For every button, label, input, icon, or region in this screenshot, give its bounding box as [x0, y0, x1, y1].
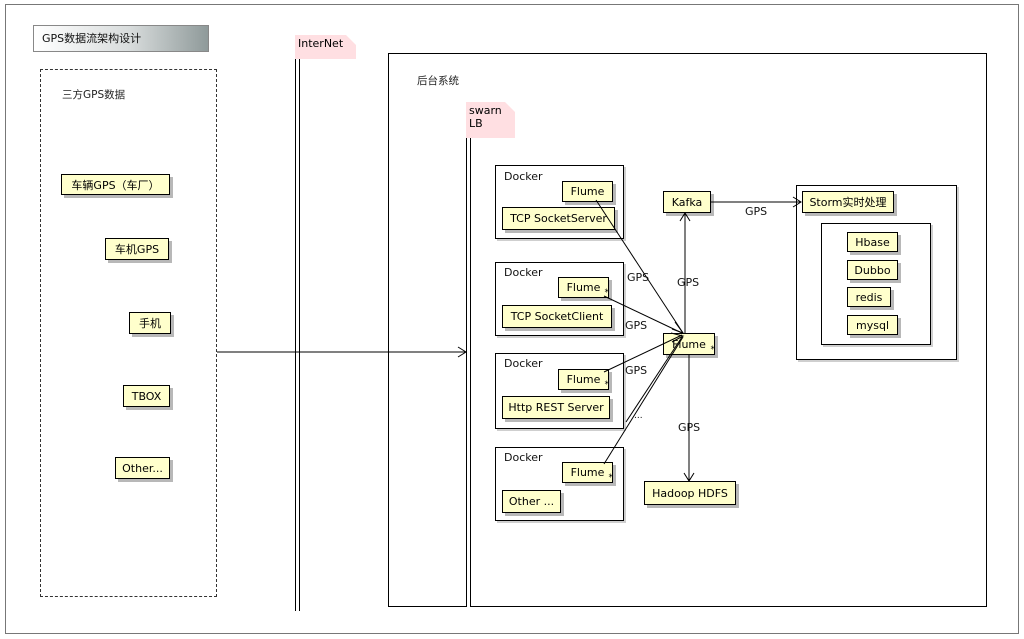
- storm-node: Storm实时处理: [802, 191, 894, 213]
- lb-label-line2: LB: [469, 117, 483, 130]
- label-flume-hdfs-gps: GPS: [678, 421, 701, 434]
- docker-3-service: Http REST Server: [502, 396, 610, 419]
- lb-node: swarn LB: [466, 102, 515, 138]
- source-head-unit-gps: 车机GPS: [105, 238, 169, 260]
- docker-3-flume-label: Flume: [566, 373, 601, 386]
- internet-node: InterNet: [295, 35, 356, 59]
- star-mark: *: [608, 473, 614, 483]
- source-other: Other...: [115, 457, 170, 479]
- docker-1-flume: Flume: [562, 181, 613, 202]
- outer-frame: [5, 4, 1019, 634]
- label-more: ...: [634, 411, 643, 421]
- central-flume-label: Flume: [672, 337, 706, 351]
- store-dubbo: Dubbo: [847, 260, 898, 280]
- source-mobile: 手机: [129, 312, 171, 334]
- docker-2-service: TCP SocketClient: [502, 305, 612, 328]
- docker-1-label: Docker: [504, 170, 543, 183]
- docker-3-flume: Flume*: [558, 369, 609, 390]
- docker-2-flume-label: Flume: [566, 281, 601, 294]
- store-redis: redis: [847, 287, 891, 307]
- docker-4-service: Other ...: [502, 490, 561, 513]
- star-mark: *: [604, 380, 610, 390]
- backend-system-label: 后台系统: [417, 75, 459, 87]
- source-package-label: 三方GPS数据: [62, 89, 126, 101]
- kafka-node: Kafka: [663, 191, 711, 213]
- docker-2-flume: Flume*: [558, 277, 609, 298]
- label-d1-gps: GPS: [627, 271, 650, 284]
- diagram-title: GPS数据流架构设计: [33, 25, 209, 52]
- label-kafka-storm-gps: GPS: [745, 205, 768, 218]
- source-vehicle-gps: 车辆GPS（车厂）: [61, 174, 170, 195]
- source-package: [40, 69, 217, 597]
- hadoop-hdfs-node: Hadoop HDFS: [644, 481, 736, 505]
- star-mark: *: [604, 288, 610, 298]
- docker-4-flume: Flume*: [562, 462, 613, 483]
- central-flume-node: Flume *: [663, 333, 715, 355]
- internet-label: InterNet: [298, 37, 344, 50]
- docker-3-label: Docker: [504, 357, 543, 370]
- docker-4-flume-label: Flume: [570, 466, 605, 479]
- lb-label-line1: swarn: [469, 104, 502, 117]
- lb-lifeline: [466, 137, 471, 607]
- store-mysql: mysql: [847, 315, 898, 335]
- star-mark: *: [710, 345, 716, 355]
- docker-2-label: Docker: [504, 266, 543, 279]
- label-flume-kafka-gps: GPS: [677, 276, 700, 289]
- docker-1-service: TCP SocketServer: [502, 207, 615, 230]
- label-d3-gps: GPS: [625, 364, 648, 377]
- label-d2-gps: GPS: [625, 319, 648, 332]
- store-hbase: Hbase: [847, 232, 898, 252]
- source-tbox: TBOX: [123, 385, 170, 407]
- docker-4-label: Docker: [504, 451, 543, 464]
- internet-lifeline: [295, 58, 300, 611]
